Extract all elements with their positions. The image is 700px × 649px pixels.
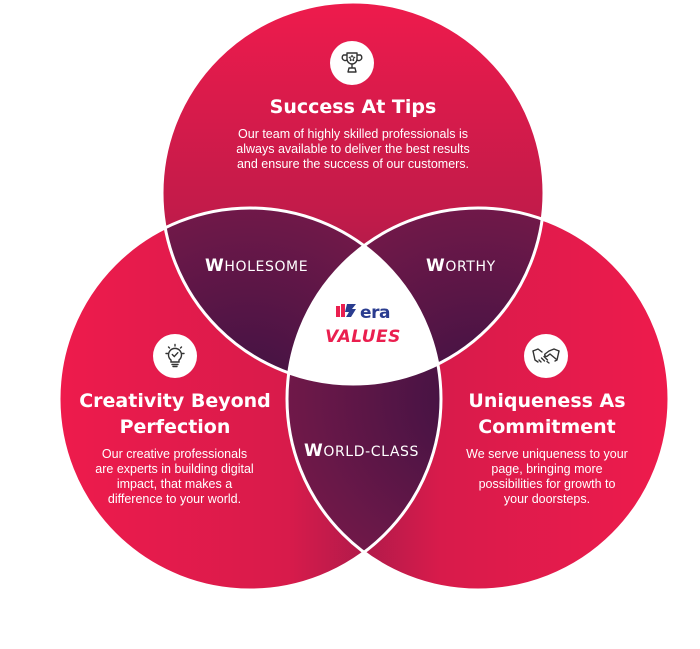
- center-logo: era VALUES: [315, 302, 411, 347]
- overlap-label-worthy: WORTHY: [426, 256, 496, 276]
- values-label: VALUES: [325, 327, 401, 347]
- center-triple-overlap: [287, 208, 441, 384]
- overlap-label-world-class: WORLD-CLASS: [304, 441, 419, 461]
- uniqueness-title-line2: Commitment: [478, 416, 616, 438]
- overlap-rest: ORLD-CLASS: [323, 444, 419, 460]
- success-body: Our team of highly skilled professionals…: [236, 127, 470, 171]
- brand-logo-icon: [336, 302, 360, 325]
- overlap-initial: W: [205, 256, 225, 276]
- creativity-title-line1: Creativity Beyond: [79, 390, 271, 412]
- circle-outline-top: [160, 0, 546, 386]
- creativity-title-line2: Perfection: [119, 416, 231, 438]
- logo-text: era: [360, 303, 390, 323]
- trophy-icon: [330, 41, 374, 85]
- creativity-body: Our creative professionals are experts i…: [95, 447, 254, 506]
- handshake-icon: [524, 334, 568, 378]
- overlap-rest: HOLESOME: [224, 259, 309, 275]
- overlap-rest: ORTHY: [445, 259, 496, 275]
- success-title: Success At Tips: [269, 96, 437, 118]
- circle-outline-left: [57, 206, 443, 592]
- lightbulb-icon: [153, 334, 197, 378]
- circle-outline-right: [285, 206, 671, 592]
- overlap-initial: W: [426, 256, 446, 276]
- overlap-label-wholesome: WHOLESOME: [205, 256, 308, 276]
- uniqueness-title-line1: Uniqueness As: [468, 390, 626, 412]
- uniqueness-body: We serve uniqueness to your page, bringi…: [466, 447, 628, 506]
- overlap-initial: W: [304, 441, 324, 461]
